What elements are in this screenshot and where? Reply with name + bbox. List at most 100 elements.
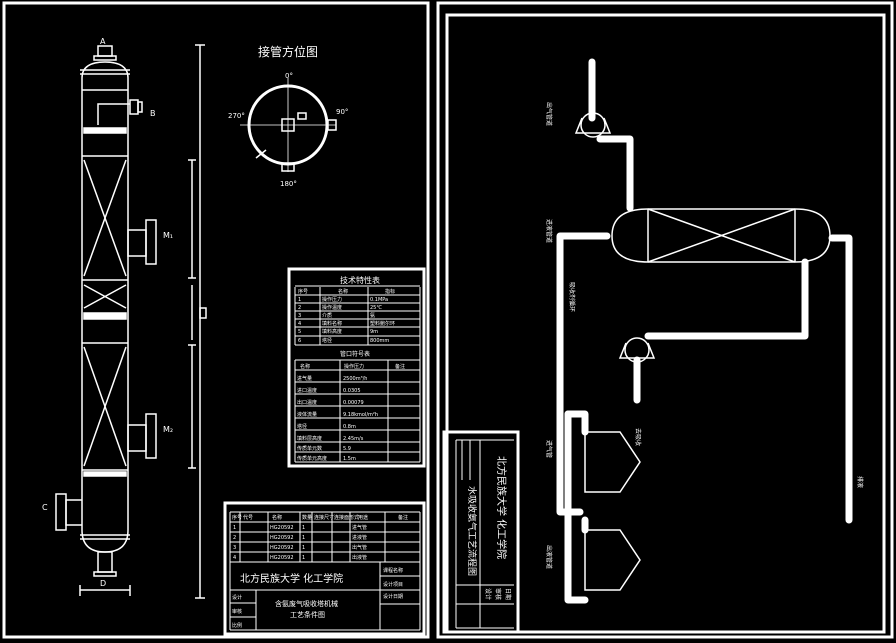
tech-subcell: 0.00079 [343, 400, 364, 406]
tech-cell: 填料高度 [322, 328, 342, 335]
tech-subcell: 5.9 [343, 446, 351, 452]
part-cell: HG20592 [270, 545, 294, 551]
tech-header-cell: 名称 [338, 288, 348, 295]
label-drain: 排液 [856, 476, 864, 488]
part-cell: 1 [302, 525, 305, 531]
part-cell: HG20592 [270, 555, 294, 561]
nozzle-label-b: B [150, 109, 156, 118]
right-sheet-border [436, 1, 894, 639]
tech-header-cell: 序号 [298, 288, 308, 295]
right-title-block-text: 北方民族大学 化工学院 水吸收氨气工艺流程图 设计 审核 日期 [466, 456, 512, 600]
part-cell: 出液管 [352, 554, 367, 561]
part-header-cell: 连接尺寸 [314, 514, 334, 521]
tech-subcell: 2.45m/s [343, 436, 364, 442]
tech-cell: 0.1MPa [370, 297, 388, 303]
tech-header-cell: 指标 [385, 288, 395, 295]
nozzle-label-d: D [100, 579, 106, 588]
title-block-label: 审核 [494, 588, 502, 600]
title-block-label: 日期 [504, 588, 512, 600]
tech-cell: 800mm [370, 338, 389, 344]
title-block-label: 课程名称 [383, 567, 403, 574]
tech-subcell: 1.5m [343, 456, 356, 462]
label-outlet-gas: 出气管道 [545, 102, 553, 126]
part-cell: 2 [233, 535, 236, 541]
nozzle-label-a: A [100, 37, 106, 46]
tech-subcell: 传质单元数 [297, 445, 322, 452]
tech-cell: 塔径 [322, 337, 332, 344]
right-school-name: 北方民族大学 化工学院 [495, 456, 508, 559]
title-block-label: 设计日期 [383, 593, 403, 600]
part-cell: 1 [302, 555, 305, 561]
tech-cell: 介质 [322, 312, 332, 319]
tech-spec-table [287, 267, 426, 468]
tech-cell: 操作压力 [322, 296, 342, 303]
nozzle-label-m1: M₁ [163, 231, 173, 240]
tech-cell: 1 [298, 297, 301, 303]
absorption-column [55, 44, 207, 599]
part-cell: 3 [233, 545, 236, 551]
tech-cell: 塑料鲍尔环 [370, 320, 395, 327]
title-block-label: 设计项目 [383, 581, 403, 588]
tech-cell: 5 [298, 329, 301, 335]
left-sheet-border [2, 1, 430, 639]
left-title-block-text: 序号 代号 名称 数量 连接尺寸 连接面形式 用途 备注 1 HG20592 1… [232, 514, 408, 629]
angle-0: 0° [285, 72, 293, 80]
tech-subcell: 9.18kmol/m²h [343, 412, 378, 418]
tech-subheader-cell: 操作压力 [344, 363, 364, 370]
nozzle-orientation-diagram [240, 78, 337, 172]
tech-table-subtitle: 管口符号表 [340, 350, 370, 358]
title-block-label: 比例 [232, 622, 242, 629]
angle-180: 180° [280, 180, 297, 188]
tech-subcell: 0.0305 [343, 388, 361, 394]
angle-90: 90° [336, 108, 348, 116]
absorber-vessel [611, 208, 831, 263]
label-liquid-outlet: 出液管道 [545, 545, 553, 569]
tech-subcell: 进气量 [297, 375, 312, 382]
tech-subheader-cell: 备注 [395, 363, 405, 370]
part-header-cell: 用途 [358, 514, 368, 521]
tech-subcell: 传质单元高度 [297, 455, 327, 462]
process-pipes [556, 58, 853, 604]
tech-cell: 氨 [370, 312, 375, 319]
part-cell: HG20592 [270, 535, 294, 541]
left-school-name: 北方民族大学 化工学院 [240, 572, 343, 585]
part-header-cell: 序号 [232, 514, 242, 521]
part-cell: 进气管 [352, 524, 367, 531]
tech-cell: 填料名称 [322, 320, 342, 327]
label-liquid-inlet: 进液管道 [545, 219, 553, 243]
part-cell: 1 [302, 535, 305, 541]
tech-subcell: 塔径 [297, 423, 307, 430]
part-cell: 进液管 [352, 534, 367, 541]
part-cell: 1 [233, 525, 236, 531]
left-drawing-name: 含氨废气吸收塔机械 [275, 599, 338, 608]
part-header-cell: 数量 [302, 514, 312, 521]
part-header-cell: 代号 [243, 514, 253, 521]
tech-cell: 操作温度 [322, 304, 342, 311]
pump-top [574, 112, 612, 138]
orientation-angles: 0° 90° 180° 270° [228, 72, 348, 188]
nozzle-label-m2: M₂ [163, 425, 173, 434]
title-block-label: 设计 [484, 588, 492, 600]
part-cell: 4 [233, 555, 236, 561]
part-cell: 出气管 [352, 544, 367, 551]
tech-subcell: 液体流量 [297, 411, 317, 418]
tech-subcell: 2500m³/h [343, 376, 367, 382]
tech-cell: 6 [298, 338, 301, 344]
title-block-label: 设计 [232, 594, 242, 601]
right-drawing-name: 水吸收氨气工艺流程图 [466, 486, 478, 576]
tech-cell: 4 [298, 321, 301, 327]
left-drawing-subname: 工艺条件图 [290, 610, 325, 619]
tech-subcell: 出口温度 [297, 399, 317, 406]
tech-cell: 2 [298, 305, 301, 311]
part-cell: 1 [302, 545, 305, 551]
nozzle-labels: A B C D M₁ M₂ [42, 37, 173, 588]
tech-subcell: 进口温度 [297, 387, 317, 394]
pump-middle [618, 337, 656, 363]
stream-labels: 出气管道 进液管道 吸收剂循环 进气管 出液管道 排液 去吸收 [545, 102, 864, 569]
part-header-cell: 备注 [398, 514, 408, 521]
part-header-cell: 连接面形式 [334, 514, 359, 521]
label-gas-inlet: 进气管 [545, 440, 553, 458]
orientation-title: 接管方位图 [258, 44, 318, 59]
part-header-cell: 名称 [272, 514, 282, 521]
